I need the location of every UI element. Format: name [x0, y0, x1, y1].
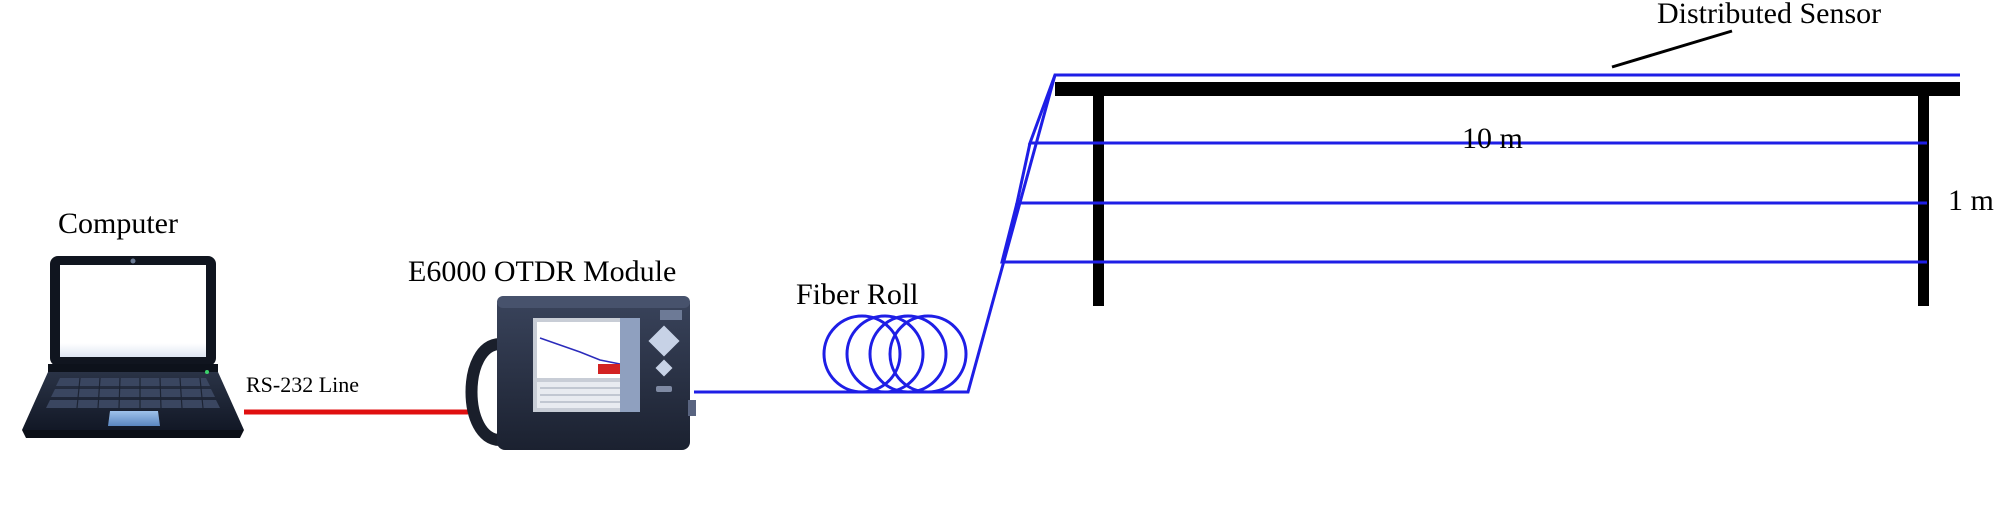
- laptop-icon: [22, 256, 244, 438]
- length-label: 10 m: [1462, 122, 1523, 155]
- sensor-leader-line: [1612, 31, 1732, 67]
- height-label: 1 m: [1948, 184, 1994, 217]
- sensor-frame: [1055, 82, 1960, 306]
- otdr-device-icon: [472, 296, 697, 450]
- distributed-sensor-label: Distributed Sensor: [1657, 0, 1881, 30]
- otdr-label: E6000 OTDR Module: [408, 255, 676, 288]
- fiber-roll-label: Fiber Roll: [796, 278, 919, 311]
- fiber-coil-icon: [824, 316, 966, 392]
- rs232-label: RS-232 Line: [246, 372, 359, 397]
- computer-label: Computer: [58, 207, 178, 240]
- sensor-fiber-strands: [1002, 75, 1927, 262]
- fiber-coil-to-sensor: [880, 75, 1960, 392]
